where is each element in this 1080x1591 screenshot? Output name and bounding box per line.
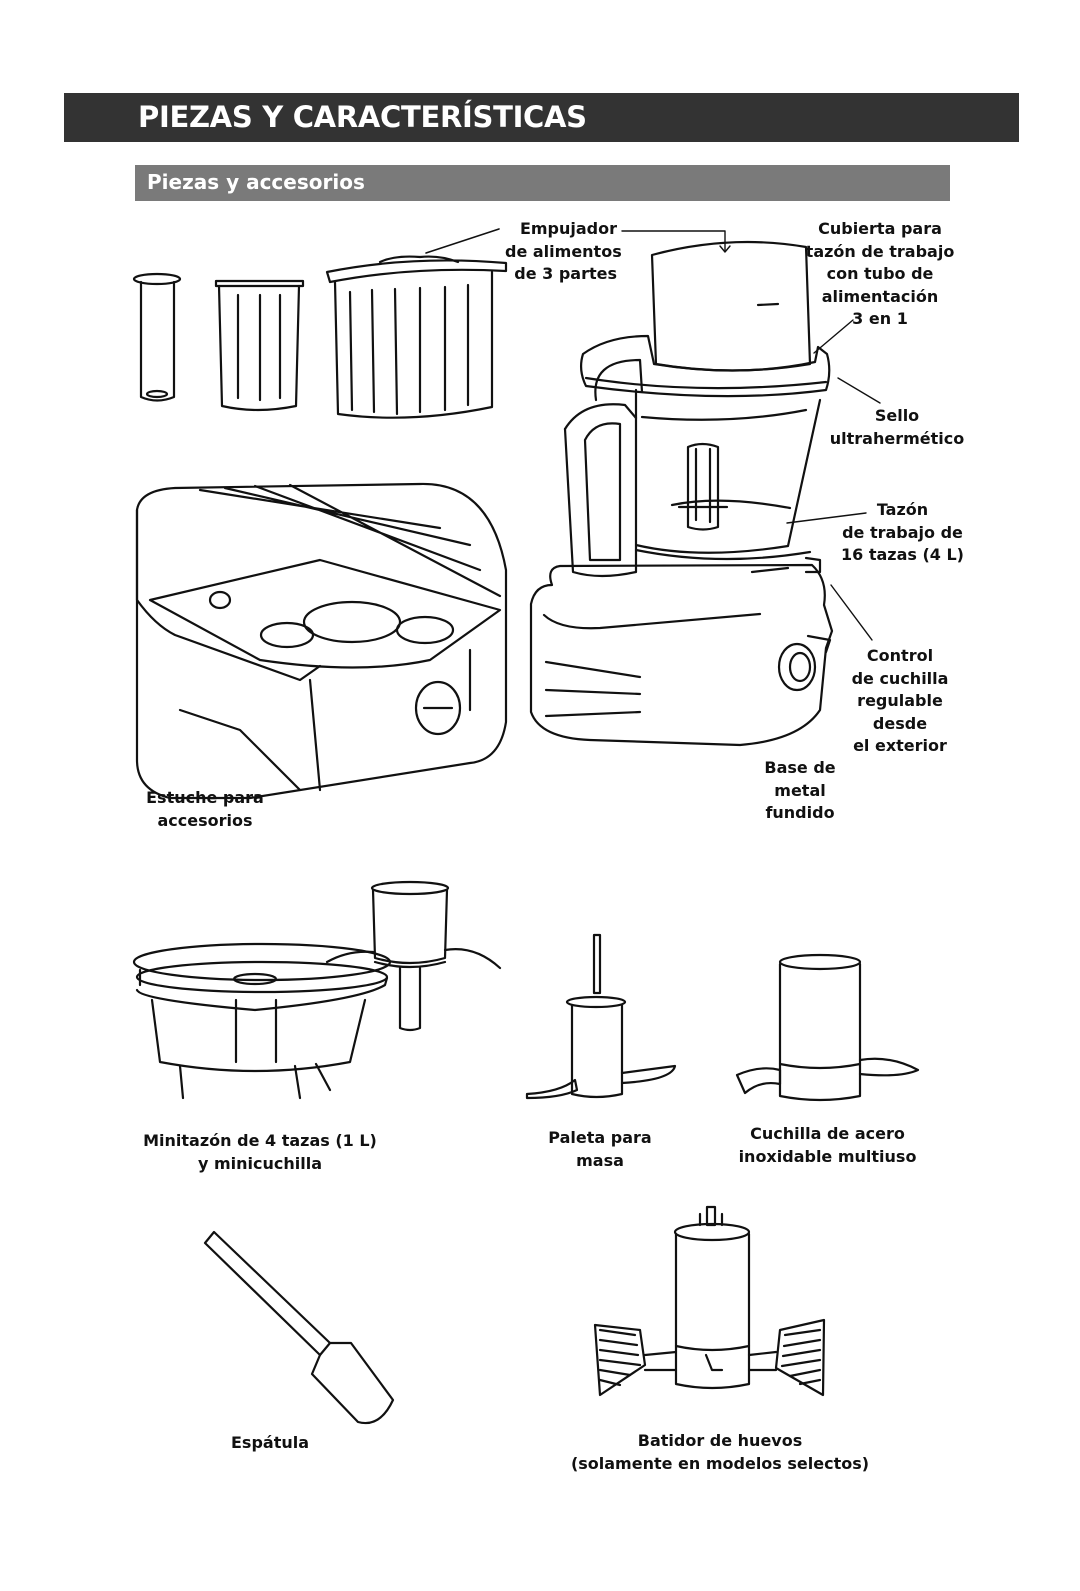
label-line: 3 en 1 bbox=[852, 309, 908, 328]
label-line: (solamente en modelos selectos) bbox=[570, 1453, 870, 1473]
label-line: Estuche para bbox=[146, 788, 264, 807]
label-line: ultrahermético bbox=[829, 428, 965, 448]
egg-whip-illustration bbox=[593, 1205, 826, 1397]
label-line: alimentación bbox=[821, 286, 939, 306]
label-accessory-case: Estuche para accesorios bbox=[140, 787, 270, 832]
label-line: fundido bbox=[765, 803, 835, 822]
label-line: el exterior bbox=[853, 736, 947, 755]
subsection-title: Piezas y accesorios bbox=[147, 170, 365, 194]
label-line: Espátula bbox=[230, 1433, 310, 1452]
steel-blade-illustration bbox=[735, 953, 920, 1102]
label-line: Control bbox=[866, 646, 934, 665]
label-line: de alimentos bbox=[505, 241, 622, 261]
subsection-banner: Piezas y accesorios bbox=[135, 165, 950, 201]
mini-bowl-illustration bbox=[132, 880, 502, 1100]
label-line: Cuchilla de acero bbox=[750, 1124, 905, 1143]
label-line: Tazón bbox=[876, 500, 929, 519]
label-seal: Sello ultrahermético bbox=[822, 405, 972, 450]
section-title: PIEZAS Y CARACTERÍSTICAS bbox=[138, 100, 587, 134]
label-line: Minitazón de 4 tazas (1 L) bbox=[143, 1131, 377, 1150]
label-line: desde bbox=[872, 713, 928, 733]
label-line: con tubo de bbox=[826, 264, 934, 283]
dough-paddle-illustration bbox=[525, 933, 677, 1100]
label-line: Empujador bbox=[519, 219, 617, 238]
label-metal-base: Base de metal fundido bbox=[750, 757, 850, 825]
accessory-case-illustration bbox=[135, 482, 508, 800]
food-processor-illustration bbox=[529, 230, 881, 747]
label-line: Batidor de huevos bbox=[637, 1431, 803, 1450]
label-line: tazón de trabajo bbox=[805, 241, 955, 261]
label-line: Base de bbox=[764, 758, 836, 777]
label-line: Cubierta para bbox=[818, 219, 942, 238]
label-spatula: Espátula bbox=[220, 1432, 320, 1455]
label-line: 16 tazas (4 L) bbox=[840, 545, 964, 564]
label-blade-control: Control de cuchilla regulable desde el e… bbox=[840, 645, 960, 758]
label-food-pusher: Empujador de alimentos de 3 partes bbox=[505, 218, 622, 286]
label-line: Sello bbox=[874, 406, 920, 425]
label-line: accesorios bbox=[157, 810, 253, 830]
label-line: Paleta para bbox=[548, 1128, 652, 1147]
label-work-bowl: Tazón de trabajo de 16 tazas (4 L) bbox=[830, 499, 975, 567]
label-steel-blade: Cuchilla de acero inoxidable multiuso bbox=[720, 1123, 935, 1168]
section-banner: PIEZAS Y CARACTERÍSTICAS bbox=[64, 93, 1019, 142]
food-pusher-illustration bbox=[132, 228, 508, 419]
spatula-illustration bbox=[203, 1230, 395, 1425]
label-line: masa bbox=[576, 1150, 624, 1170]
label-line: regulable bbox=[857, 691, 943, 710]
label-line: metal bbox=[774, 780, 826, 800]
label-line: y minicuchilla bbox=[197, 1153, 323, 1173]
label-line: de trabajo de bbox=[842, 522, 963, 542]
label-work-bowl-cover: Cubierta para tazón de trabajo con tubo … bbox=[800, 218, 960, 331]
label-egg-whip: Batidor de huevos (solamente en modelos … bbox=[570, 1430, 870, 1475]
label-line: inoxidable multiuso bbox=[738, 1146, 917, 1166]
label-mini-bowl: Minitazón de 4 tazas (1 L) y minicuchill… bbox=[125, 1130, 395, 1175]
label-line: de 3 partes bbox=[514, 264, 617, 283]
label-line: de cuchilla bbox=[851, 668, 949, 688]
label-dough-blade: Paleta para masa bbox=[535, 1127, 665, 1172]
